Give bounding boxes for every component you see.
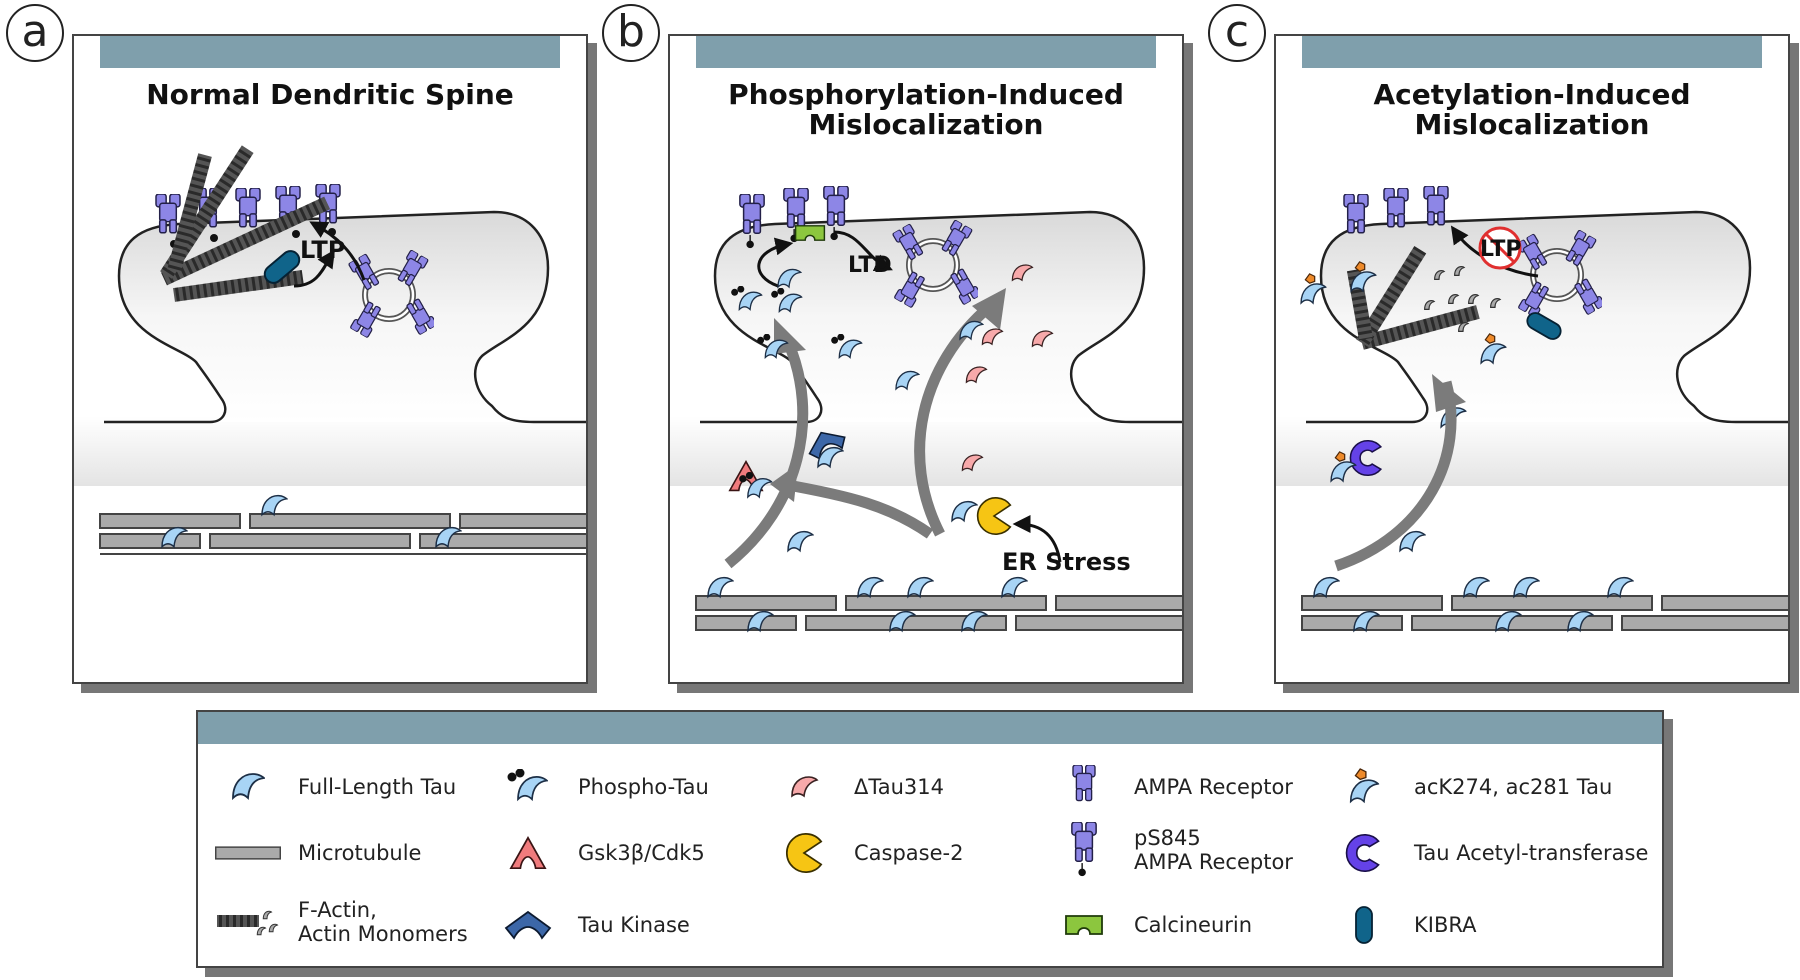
delta-tau314-icon [768,764,840,810]
er-stress-label: ER Stress [1002,548,1131,576]
ltp-label: LTP [300,236,345,264]
legend-label: KIBRA [1414,913,1477,937]
panel-a-illustration: LTP [74,145,586,555]
legend-item-caspase-2: Caspase-2 [768,830,963,876]
legend-item-ampa-receptor: AMPA Receptor [1048,764,1293,810]
legend-header-bar [198,712,1662,744]
panel-normal-spine: Normal Dendritic Spine LTP [72,34,588,684]
f-actin-icon [212,899,284,945]
legend-label: Tau Kinase [578,913,690,937]
legend-label: Tau Acetyl-transferase [1414,841,1649,865]
microtubule-tracks [1301,595,1788,631]
legend-item-acetylated-tau: acK274, ac281 Tau [1328,764,1612,810]
gsk3b-cdk5-icon [492,830,564,876]
kibra-icon [1328,902,1400,948]
calcineurin-icon [1048,902,1120,948]
legend-item-microtubule: Microtubule [212,830,421,876]
legend-item-tau-acetyltransferase: Tau Acetyl-transferase [1328,830,1648,876]
legend-box: Full-Length Tau Phospho-Tau ΔTau314 AMPA… [196,710,1664,968]
legend-item-gsk3b-cdk5: Gsk3β/Cdk5 [492,830,705,876]
panel-phosphorylation: Phosphorylation-Induced Mislocalization … [668,34,1184,684]
panel-b-illustration: LTD ER Stress [670,36,1182,632]
legend-item-phospho-tau: Phospho-Tau [492,764,709,810]
legend-item-f-actin: F-Actin, Actin Monomers [212,898,468,946]
panel-letter-a: a [6,4,64,62]
ltd-label: LTD [848,253,892,278]
panel-a-header-bar [100,36,560,68]
ps845-ampa-receptor-icon [1048,822,1120,878]
legend-label: AMPA Receptor [1134,775,1293,799]
ampa-receptor-icon [1048,764,1120,810]
legend-label: F-Actin, Actin Monomers [298,898,468,946]
microtubule-icon [212,830,284,876]
legend-item-ps845-ampa-receptor: pS845 AMPA Receptor [1048,822,1293,878]
tau-acetyltransferase-icon [1328,830,1400,876]
ltp-blocked-icon [1478,226,1522,270]
panel-acetylation: Acetylation-Induced Mislocalization LTP [1274,34,1790,684]
legend-label: Calcineurin [1134,913,1253,937]
panel-letter-b: b [602,4,660,62]
panel-c-header-bar [1302,36,1762,68]
legend-label: ΔTau314 [854,775,944,799]
caspase-2-icon [768,830,840,876]
panel-c-title: Acetylation-Induced Mislocalization [1373,78,1691,141]
panel-b-title: Phosphorylation-Induced Mislocalization [728,78,1124,141]
tau-kinase-icon [492,902,564,948]
legend-label: acK274, ac281 Tau [1414,775,1613,799]
legend-item-calcineurin: Calcineurin [1048,902,1252,948]
microtubule-tracks [99,513,586,555]
panel-c-illustration: LTP [1276,186,1788,632]
microtubule-tracks [695,595,1182,631]
acetylated-tau-icon [1328,764,1400,810]
panel-b-header-bar [696,36,1156,68]
legend-label: Gsk3β/Cdk5 [578,841,705,865]
full-length-tau-icon [212,764,284,810]
legend-label: Full-Length Tau [298,775,457,799]
legend-label: Phospho-Tau [578,775,709,799]
phospho-tau-icon [492,764,564,810]
legend-label: pS845 AMPA Receptor [1134,826,1293,874]
legend-label: Microtubule [298,841,422,865]
legend-item-delta-tau314: ΔTau314 [768,764,944,810]
legend-item-tau-kinase: Tau Kinase [492,902,690,948]
f-actin-bundle [160,145,331,302]
legend-item-full-length-tau: Full-Length Tau [212,764,456,810]
panel-letter-c: c [1208,4,1266,62]
ltp-label: LTP [1480,237,1522,262]
legend-label: Caspase-2 [854,841,964,865]
legend-item-kibra: KIBRA [1328,902,1476,948]
panel-a-title: Normal Dendritic Spine [146,78,514,111]
